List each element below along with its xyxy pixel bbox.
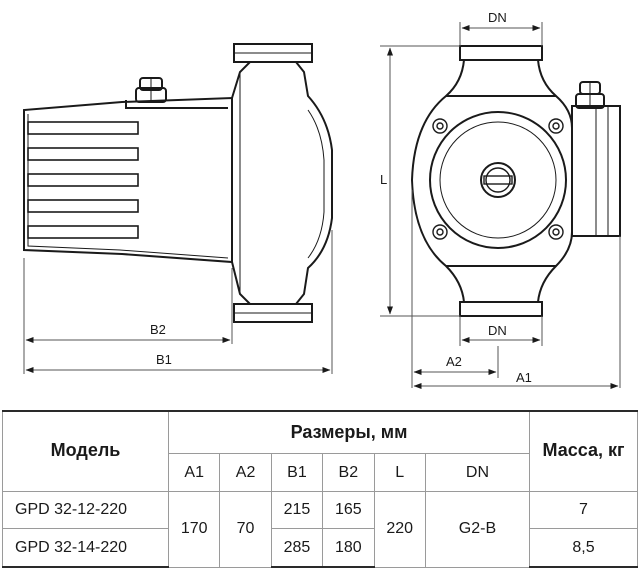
pump-front-view	[410, 45, 621, 317]
dim-label-b1: B1	[156, 352, 172, 367]
column-header-a2: A2	[219, 453, 272, 492]
dim-label-dn-top: DN	[488, 10, 507, 25]
cell-model: GPD 32-12-220	[2, 490, 169, 530]
cable-gland	[135, 77, 167, 103]
cooling-fins	[27, 121, 139, 239]
cell-l: 220	[373, 490, 426, 568]
dim-label-a2: A2	[446, 354, 462, 369]
side-dimension-lines	[23, 230, 333, 374]
dim-label-dn-bottom: DN	[488, 323, 507, 338]
cell-b2: 165	[322, 490, 375, 530]
center-plug	[480, 162, 516, 198]
front-bottom-flange	[459, 301, 543, 317]
column-header-dn: DN	[424, 453, 531, 492]
header-model: Модель	[2, 409, 169, 492]
column-header-b1: B1	[270, 453, 324, 492]
specification-table: Модель Размеры, мм Масса, кг A1 A2 B1 B2…	[2, 409, 638, 569]
header-dimensions: Размеры, мм	[168, 410, 530, 455]
table-row: GPD 32-14-220 285 180 8,5	[2, 528, 638, 569]
cell-model: GPD 32-14-220	[2, 528, 169, 569]
table-row: GPD 32-12-220 170 70 215 165 220 G2-B 7	[2, 490, 638, 568]
bolts	[432, 118, 564, 240]
column-header-a1: A1	[167, 453, 221, 492]
pump-dimension-drawing: B2 B1	[23, 10, 621, 389]
front-top-flange	[459, 45, 543, 61]
cell-a2: 70	[219, 490, 272, 568]
cell-dn: G2-B	[424, 490, 531, 568]
cell-b2: 180	[322, 528, 375, 569]
cell-a1: 170	[167, 490, 221, 568]
dim-label-b2: B2	[150, 322, 166, 337]
column-header-l: L	[373, 453, 426, 492]
cell-b1: 215	[270, 490, 324, 530]
front-dimension-lines	[380, 22, 621, 389]
pump-side-view	[23, 43, 333, 323]
dim-label-a1: A1	[516, 370, 532, 385]
front-cable-gland	[575, 81, 605, 109]
column-header-b2: B2	[322, 453, 375, 492]
cell-mass: 7	[529, 490, 638, 530]
cell-mass: 8,5	[529, 528, 638, 569]
terminal-box	[125, 100, 228, 109]
cell-b1: 285	[270, 528, 324, 569]
pump-body	[231, 61, 333, 305]
motor-front-circle	[429, 111, 567, 249]
volute-casing	[410, 95, 573, 267]
header-mass: Масса, кг	[529, 409, 638, 492]
dim-label-l: L	[380, 172, 387, 187]
